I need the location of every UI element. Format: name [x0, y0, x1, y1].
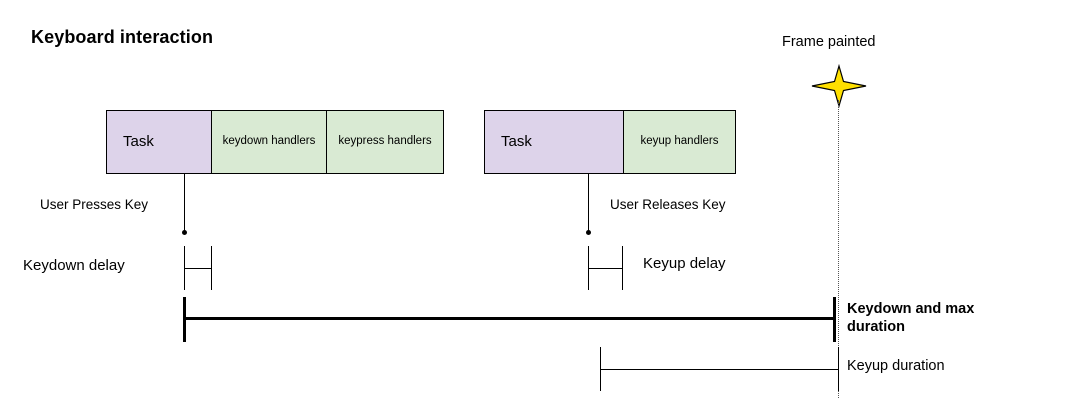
task-block-1: Task: [106, 110, 212, 174]
user-presses-key-label: User Presses Key: [40, 197, 149, 212]
user-releases-key-pointer-line: [588, 174, 589, 232]
keydown-and-max-duration-label: Keydown and max duration: [847, 301, 975, 336]
keyup-handlers-block: keyup handlers: [623, 110, 736, 174]
keyup-delay-label: Keyup delay: [643, 255, 726, 272]
keyup-duration-label: Keyup duration: [847, 358, 945, 374]
keypress-handlers-block: keypress handlers: [326, 110, 444, 174]
keyup-delay-span-line: [588, 268, 623, 269]
keydown-handlers-block: keydown handlers: [211, 110, 327, 174]
keyup-duration-span-line: [600, 369, 839, 370]
user-releases-key-pointer-dot: [586, 230, 591, 235]
keydown-delay-span-line: [184, 268, 212, 269]
user-releases-key-label: User Releases Key: [610, 197, 726, 212]
user-presses-key-pointer-line: [184, 174, 185, 232]
keydown-delay-label: Keydown delay: [23, 257, 125, 274]
keydown-duration-span-line: [183, 317, 836, 320]
frame-painted-label: Frame painted: [782, 34, 876, 50]
task-group-keydown: Task keydown handlers keypress handlers: [106, 110, 444, 174]
four-point-star-icon: [811, 64, 867, 108]
page-title: Keyboard interaction: [31, 27, 214, 47]
task-group-keyup: Task keyup handlers: [484, 110, 736, 174]
task-block-2: Task: [484, 110, 624, 174]
user-presses-key-pointer-dot: [182, 230, 187, 235]
frame-painted-guide-line: [838, 100, 839, 398]
